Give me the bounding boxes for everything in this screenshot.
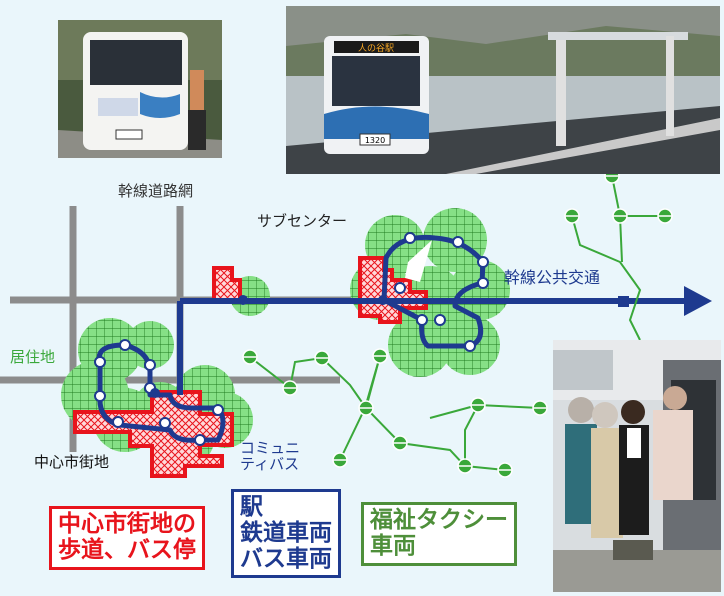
label-sub-center: サブセンター <box>257 212 348 230</box>
box-blue-line2: 鉄道車両 <box>240 519 332 546</box>
community-bus-loop-subcenter <box>381 234 486 349</box>
bus-photo-top-left <box>58 20 222 158</box>
bus-destination-sign: 人の谷駅 <box>358 43 394 54</box>
box-green-line2: 車両 <box>370 532 416 559</box>
city-center-area <box>73 240 432 478</box>
box-blue-line1: 駅 <box>240 494 263 520</box>
bus-photo-top-right: 人の谷駅 1320 <box>286 6 720 174</box>
label-trunk-road-network: 幹線道路網 <box>118 182 194 200</box>
label-community-bus: コミュニ ティバス <box>240 439 301 473</box>
label-trunk-public-transport: 幹線公共交通 <box>504 268 601 287</box>
box-red-line2: 歩道、バス停 <box>58 536 196 563</box>
box-blue-line3: バス車両 <box>240 545 332 572</box>
label-residential-area: 居住地 <box>10 348 56 366</box>
bus-stops <box>94 232 489 446</box>
box-green-line1: 福祉タクシー <box>370 507 508 533</box>
bus-plate: 1320 <box>365 136 385 145</box>
taxi-photo-bottom-right <box>553 340 721 592</box>
label-community-bus-line2: ティバス <box>240 454 300 473</box>
label-city-center: 中心市街地 <box>34 453 110 471</box>
trunk-line <box>177 286 712 395</box>
box-city-center-sidewalk: 中心市街地の 歩道、バス停 <box>49 506 205 570</box>
box-red-line1: 中心市街地の <box>58 511 196 537</box>
transfer-points <box>150 295 388 398</box>
box-station-vehicles: 駅 鉄道車両 バス車両 <box>231 489 341 579</box>
label-community-bus-line1: コミュニ <box>240 439 301 457</box>
box-welfare-taxi: 福祉タクシー 車両 <box>361 502 517 566</box>
welfare-taxi-stops <box>242 168 673 478</box>
